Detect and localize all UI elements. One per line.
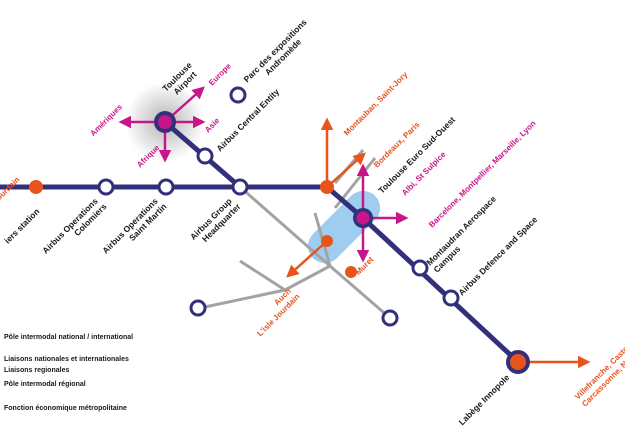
label-airbus-saint-martin: Airbus Operations Saint Martin [100,194,168,262]
legend-national-hub: Pôle intermodal national / international [4,334,134,341]
station-airbus-group-hq[interactable] [231,178,249,196]
station-airbus-colomiers[interactable] [97,178,115,196]
label-airbus-group-hq: Airbus Group Headquarter [188,194,243,249]
station-parc-expo[interactable] [229,86,247,104]
regional-arrows [286,117,591,369]
label-asie: Asie [203,116,222,135]
legend-regional-hub: Pôle intermodal régional [4,381,86,388]
secondary-line-south-east [329,264,391,320]
label-ameriques: Amériques [88,102,124,138]
station-colomiers[interactable] [29,180,43,194]
legend-metro-function: Fonction économique métropolitaine [4,405,127,412]
station-airbus-central[interactable] [196,147,214,165]
label-muret: Muret [354,255,376,277]
label-colomiers-station: iers station [2,206,41,245]
label-parc-expo: Parc des expositions Andromède [241,15,317,91]
arrow-bordeaux [326,152,366,188]
arrow-auch [286,240,328,278]
stations [29,86,530,374]
label-villefranche: Villefranche, Castelna Carcassonne, Narb [573,335,625,409]
secondary-line-south-west [284,264,331,292]
label-airbus-central: Airbus Central Entity [214,86,281,153]
station-airbus-saint-martin[interactable] [157,178,175,196]
label-montauban: Montauban, Saint-Jory [342,70,410,138]
station-zone-west[interactable] [321,235,333,247]
station-muret[interactable] [345,266,357,278]
station-south-west[interactable] [189,299,207,317]
label-labege: Labège Innopole [457,372,512,427]
label-airbus-colomiers: Airbus Operations Colomiers [40,194,108,262]
station-montaudran[interactable] [411,259,429,277]
station-south-east[interactable] [381,309,399,327]
legend-national-links: Liaisons nationales et internationales [4,356,129,363]
legend-regional-links: Liaisons regionales [4,367,70,374]
station-airbus-defence[interactable] [442,289,460,307]
station-euro-sud-ouest-north[interactable] [320,180,334,194]
secondary-line-hq-south [239,185,331,268]
label-europe: Europe [207,61,233,87]
